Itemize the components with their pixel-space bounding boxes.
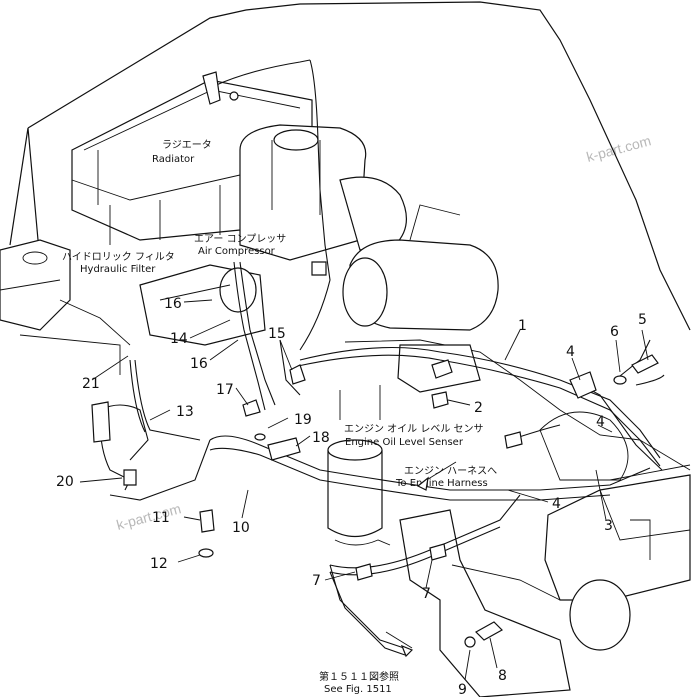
callout-12: 12 xyxy=(150,556,168,572)
hydraulic-filter-label: Hydraulic Filter xyxy=(80,264,156,275)
callout-21: 21 xyxy=(82,376,100,392)
radiator-label: Radiator xyxy=(152,154,195,165)
callout-18: 18 xyxy=(312,430,330,446)
fittings xyxy=(91,71,659,648)
watermark: k-part.com xyxy=(115,500,183,533)
air-compressor xyxy=(139,264,266,346)
hydraulic-filter xyxy=(0,239,131,375)
callout-15: 15 xyxy=(268,326,286,342)
oil-sensor-label: Engine Oil Level Senser xyxy=(345,437,464,448)
engine-harness-label-jp: エンジン ハーネスへ xyxy=(404,465,497,477)
radiator-label-jp: ラジエータ xyxy=(162,139,212,151)
air-compressor-label: Air Compressor xyxy=(198,246,276,257)
callout-8: 8 xyxy=(498,668,507,684)
callout-13: 13 xyxy=(176,404,194,420)
see-fig-label-jp: 第１５１１図参照 xyxy=(319,670,399,683)
machine-outline xyxy=(9,1,691,331)
callout-6: 6 xyxy=(610,324,619,340)
radiator-tank xyxy=(239,124,407,261)
callout-17: 17 xyxy=(216,382,234,398)
arrows xyxy=(400,476,429,658)
air-cleaner xyxy=(342,204,499,331)
callout-11: 11 xyxy=(152,510,170,526)
callout-2: 2 xyxy=(474,400,483,416)
callout-3: 3 xyxy=(604,518,613,534)
oil-level-sensor xyxy=(327,439,391,546)
callout-9: 9 xyxy=(458,682,467,697)
callout-14: 14 xyxy=(170,331,188,347)
callout-5: 5 xyxy=(638,312,647,328)
engine-lower-block xyxy=(399,509,571,697)
callout-4: 4 xyxy=(596,414,605,430)
engine-harness-label: To Engine Harness xyxy=(395,478,488,489)
callout-numbers: 1 2 3 4 4 4 5 6 7 7 8 9 10 11 12 13 14 1… xyxy=(56,296,647,697)
hydraulic-filter-label-jp: ハイドロリック フィルタ xyxy=(62,251,175,263)
part-labels: ラジエータ Radiator ハイドロリック フィルタ Hydraulic Fi… xyxy=(62,139,497,695)
see-fig-label: See Fig. 1511 xyxy=(324,684,392,695)
callout-7: 7 xyxy=(312,573,321,589)
callout-16: 16 xyxy=(164,296,182,312)
callout-4: 4 xyxy=(552,496,561,512)
oil-sensor-label-jp: エンジン オイル レベル センサ xyxy=(344,423,484,435)
callout-7: 7 xyxy=(422,586,431,602)
callout-1: 1 xyxy=(518,318,527,334)
watermark: k-part.com xyxy=(585,132,653,165)
callout-16: 16 xyxy=(190,356,208,372)
callout-19: 19 xyxy=(294,412,312,428)
starter-motor xyxy=(544,474,691,651)
callout-20: 20 xyxy=(56,474,74,490)
callout-10: 10 xyxy=(232,520,250,536)
air-compressor-label-jp: エアー コンプレッサ xyxy=(194,233,286,245)
callout-4: 4 xyxy=(566,344,575,360)
